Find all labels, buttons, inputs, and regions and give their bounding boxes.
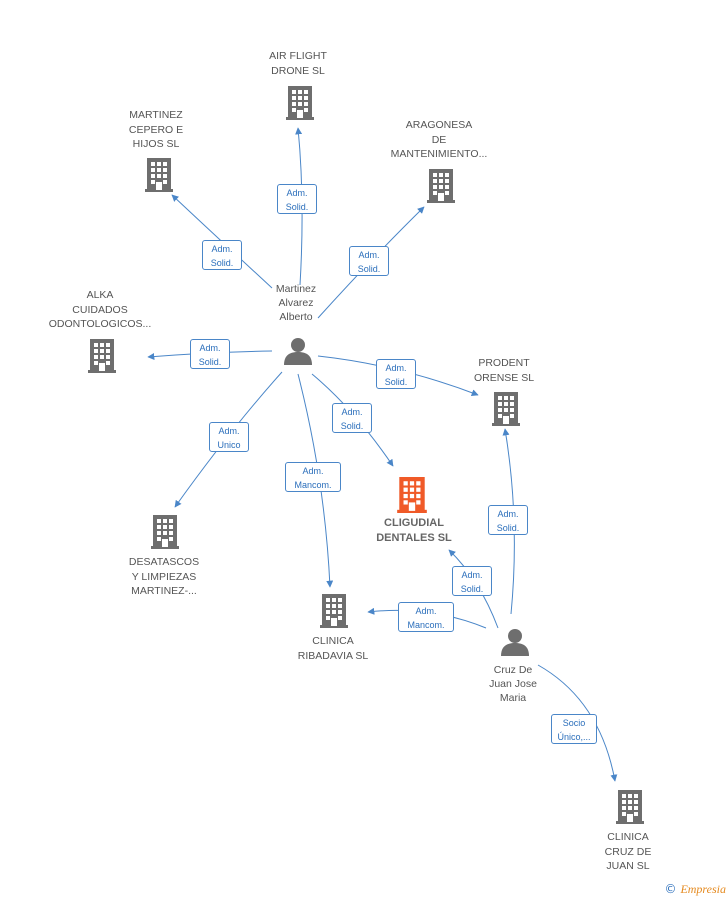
- company-building-icon[interactable]: [492, 392, 520, 426]
- company-label-air-flight[interactable]: AIR FLIGHT DRONE SL: [269, 50, 327, 77]
- company-label-alka[interactable]: ALKA CUIDADOS ODONTOLOGICOS...: [48, 289, 152, 330]
- company-label-clinica-cruz[interactable]: CLINICA CRUZ DE JUAN SL: [604, 831, 652, 872]
- company-building-icon[interactable]: [88, 339, 116, 373]
- main-company-building-icon[interactable]: [397, 477, 427, 513]
- brand-name: Empresia: [680, 882, 726, 896]
- edge-label-main-cruz: Adm. Solid.: [452, 566, 492, 596]
- main-company-label[interactable]: CLIGUDIAL DENTALES SL: [376, 517, 452, 544]
- company-building-icon[interactable]: [145, 158, 173, 192]
- company-label-prodent[interactable]: PRODENT ORENSE SL: [473, 357, 535, 384]
- company-building-icon[interactable]: [427, 169, 455, 203]
- edge-label-air-flight: Adm. Solid.: [277, 184, 317, 214]
- edge-label-clinica-cruz: Socio Único,...: [551, 714, 597, 744]
- edge-label-main-martinez: Adm. Solid.: [332, 403, 372, 433]
- copyright-icon: ©: [664, 882, 677, 896]
- edge-label-desatascos: Adm. Unico: [209, 422, 249, 452]
- edge-label-ribadavia-cruz: Adm. Mancom.: [398, 602, 454, 632]
- edge-label-prodent-cruz: Adm. Solid.: [488, 505, 528, 535]
- company-label-clinica-ribadavia[interactable]: CLINICA RIBADAVIA SL: [297, 635, 369, 662]
- company-building-icon[interactable]: [616, 790, 644, 824]
- edge-label-ribadavia-martinez: Adm. Mancom.: [285, 462, 341, 492]
- person-label-martinez[interactable]: Martinez Alvarez Alberto: [275, 283, 317, 323]
- company-building-icon[interactable]: [320, 594, 348, 628]
- edge-label-alka: Adm. Solid.: [190, 339, 230, 369]
- company-building-icon[interactable]: [286, 86, 314, 120]
- person-icon[interactable]: [501, 629, 529, 656]
- edge-label-aragonesa: Adm. Solid.: [349, 246, 389, 276]
- edge-line-cruz: [537, 664, 618, 782]
- footer-brand[interactable]: ©Empresia: [664, 882, 726, 897]
- edge-label-prodent-martinez: Adm. Solid.: [376, 359, 416, 389]
- person-icon[interactable]: [284, 338, 312, 365]
- company-label-aragonesa[interactable]: ARAGONESA DE MANTENIMIENTO...: [390, 119, 488, 160]
- company-building-icon[interactable]: [151, 515, 179, 549]
- edge-label-martinez-cepero: Adm. Solid.: [202, 240, 242, 270]
- person-label-cruz[interactable]: Cruz De Juan Jose Maria: [489, 664, 537, 704]
- company-label-martinez-cepero[interactable]: MARTINEZ CEPERO E HIJOS SL: [128, 109, 184, 150]
- company-label-desatascos[interactable]: DESATASCOS Y LIMPIEZAS MARTINEZ-...: [128, 556, 200, 597]
